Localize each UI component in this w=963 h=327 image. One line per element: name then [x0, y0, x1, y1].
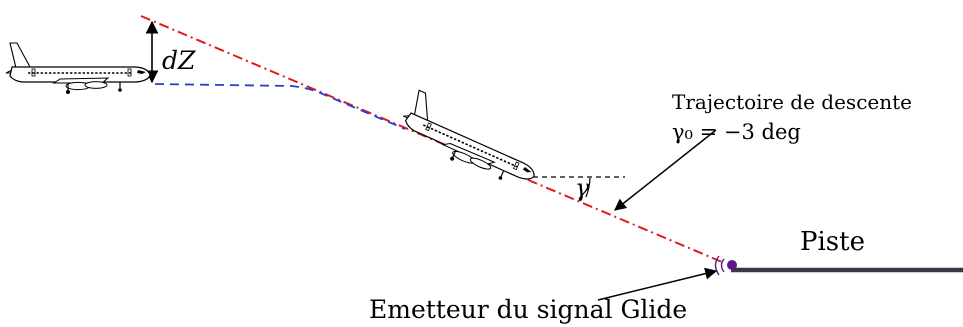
dz-label: dZ: [162, 46, 196, 75]
airliner-icon: [393, 87, 548, 195]
airliner-icon: [5, 42, 151, 95]
transmitter-label: Emetteur du signal Glide: [369, 295, 687, 324]
trajectory-title: Trajectoire de descente: [672, 90, 912, 114]
runway-label: Piste: [800, 227, 865, 257]
gamma-label: γ: [575, 174, 590, 202]
transmitter-pointer-arrow: [597, 267, 718, 301]
trajectory-pointer-arrow: [614, 129, 717, 211]
radio-beacon-icon: [714, 255, 737, 276]
trajectory-angle-value: γ₀ = −3 deg: [672, 120, 801, 144]
gamma-angle-arc: [585, 177, 591, 198]
aircraft-trajectory-line: [154, 83, 406, 130]
